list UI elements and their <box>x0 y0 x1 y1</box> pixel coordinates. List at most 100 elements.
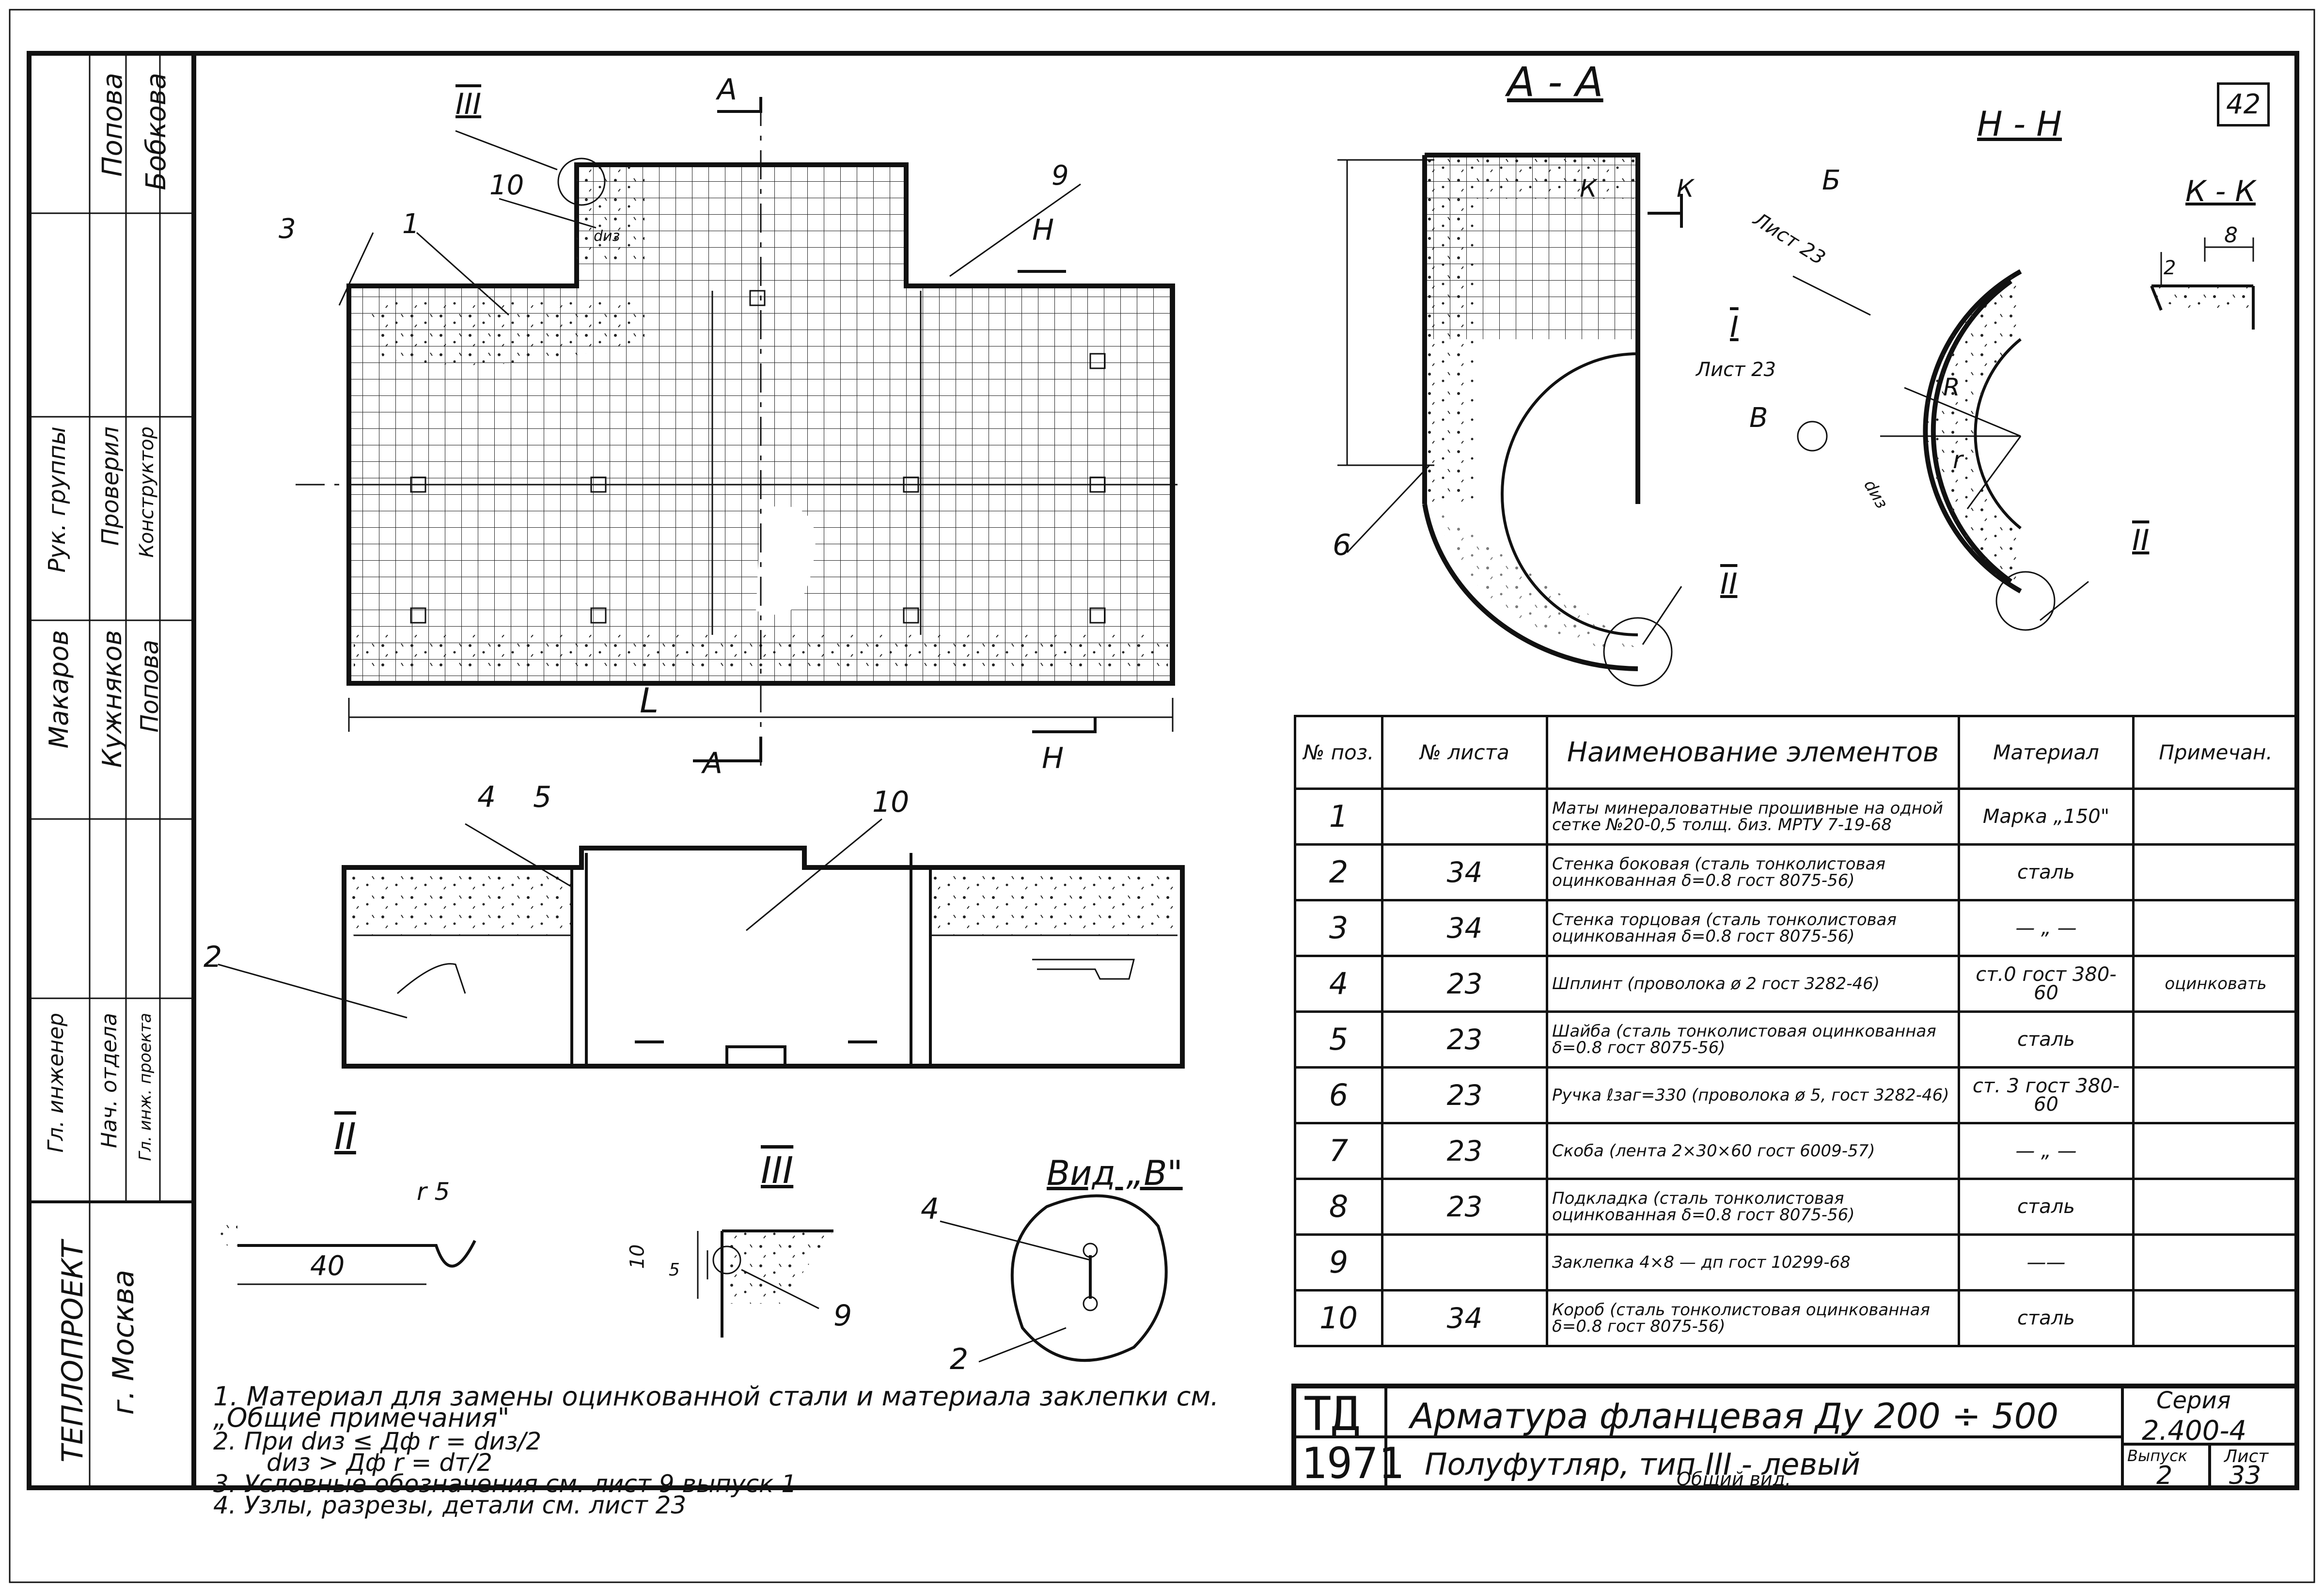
stamp-org: ТЕПЛОПРОЕКТ <box>56 1241 90 1463</box>
detail-II-drawing <box>213 1213 476 1285</box>
sheet-value: 33 <box>2229 1461 2261 1490</box>
stamp-name-2: Кужняков <box>97 630 127 768</box>
note-3: 3. Условные обозначения см. лист 9 выпус… <box>213 1470 797 1498</box>
callout-3-plan: 3 <box>279 213 296 245</box>
header-name: Наименование элементов <box>1546 715 1960 790</box>
spec-cell-name: Стенка торцовая (сталь тонколистовая оци… <box>1546 899 1960 957</box>
callout-10-elev: 10 <box>872 785 910 819</box>
sub-title-2: Общий вид. <box>1677 1468 1791 1490</box>
view-v-drawing <box>940 1194 1168 1363</box>
dim-L: L <box>640 681 659 721</box>
spec-cell-sheet: 23 <box>1381 955 1548 1013</box>
spec-cell-name: Ручка ℓзаг=330 (проволока ø 5, гост 3282… <box>1546 1066 1960 1124</box>
dim-R-hh: R <box>1943 373 1960 401</box>
spec-cell-pos: 1 <box>1294 788 1383 846</box>
spec-cell-note: оцинковать <box>2132 955 2299 1013</box>
label-II-aa: II <box>1720 567 1738 601</box>
issue-label: Выпуск <box>2127 1447 2187 1465</box>
label-III-plan: III <box>455 87 482 121</box>
callout-5-elev: 5 <box>533 780 552 814</box>
note-2: 2. При dиз ≤ Дф r = dиз/2 <box>213 1427 542 1455</box>
dim-10-III: 10 <box>626 1244 649 1269</box>
spec-cell-sheet: 23 <box>1381 1178 1548 1236</box>
spec-cell-note <box>2132 843 2299 901</box>
header-material: Материал <box>1958 715 2135 790</box>
stamp-role-1: Гл. инженер <box>44 1013 68 1153</box>
detail-III-title: III <box>761 1149 794 1192</box>
stamp-name-5: Бобкова <box>141 73 172 190</box>
header-sheet: № листа <box>1381 715 1548 790</box>
spec-cell-pos: 6 <box>1294 1066 1383 1124</box>
cut-K-aa: К <box>1580 174 1597 203</box>
stamp-role-6: Конструктор <box>136 426 158 558</box>
stamp-name-1: Макаров <box>44 630 74 749</box>
callout-2-v: 2 <box>950 1342 969 1376</box>
section-aa <box>1337 153 1683 687</box>
callout-1-plan: 1 <box>402 208 420 240</box>
cut-V-hh: В <box>1749 402 1768 434</box>
aa-outline <box>1422 153 1640 504</box>
spec-cell-pos: 4 <box>1294 955 1383 1013</box>
cut-B-hh: Б <box>1822 165 1841 196</box>
spec-cell-material: сталь <box>1958 1289 2135 1347</box>
section-hh <box>1792 269 2089 631</box>
header-note: Примечан. <box>2132 715 2299 790</box>
elevation-outline <box>342 846 1185 1069</box>
dim-2-kk: 2 <box>2164 257 2176 279</box>
callout-6-aa: 6 <box>1333 528 1351 562</box>
issue-value: 2 <box>2156 1461 2173 1490</box>
spec-cell-sheet: 23 <box>1381 1066 1548 1124</box>
spec-cell-material: — „ — <box>1958 899 2135 957</box>
note-2b: dиз > Дф r = dт/2 <box>267 1449 492 1477</box>
spec-cell-note <box>2132 1178 2299 1236</box>
spec-cell-material: ст.0 гост 380-60 <box>1958 955 2135 1013</box>
spec-cell-name: Скоба (лента 2×30×60 гост 6009-57) <box>1546 1122 1960 1180</box>
spec-cell-material: сталь <box>1958 1010 2135 1069</box>
spec-cell-note <box>2132 1122 2299 1180</box>
dim-8-kk: 8 <box>2224 223 2238 248</box>
callout-9-plan: 9 <box>1052 160 1069 191</box>
dim-r5: r 5 <box>417 1178 450 1206</box>
stamp-role-5: Проверил <box>97 426 124 546</box>
cut-A-top: А <box>717 73 738 107</box>
spec-cell-sheet: 23 <box>1381 1122 1548 1180</box>
cut-A-bottom: А <box>703 746 723 780</box>
section-kk-title: К - К <box>2185 174 2256 208</box>
sheet-label: Лист <box>2224 1447 2269 1466</box>
spec-cell-name: Шплинт (проволока ø 2 гост 3282-46) <box>1546 955 1960 1013</box>
label-II-hh: II <box>2132 523 2150 557</box>
callout-2-elev: 2 <box>204 940 222 974</box>
dim-diz-plan: dиз <box>594 228 620 245</box>
spec-cell-material: сталь <box>1958 1178 2135 1236</box>
header-pos: № поз. <box>1294 715 1383 790</box>
spec-cell-name: Короб (сталь тонколистовая оцинкованная … <box>1546 1289 1960 1347</box>
spec-cell-sheet <box>1381 1233 1548 1292</box>
label-I-hh: I <box>1730 310 1739 344</box>
dim-40: 40 <box>310 1250 345 1282</box>
sheet-corner-number: 42 <box>2217 82 2270 126</box>
detail-II-circle-aa <box>1603 617 1673 687</box>
spec-cell-note <box>2132 899 2299 957</box>
spec-cell-pos: 2 <box>1294 843 1383 901</box>
notes-block: 1. Материал для замены оцинкованной стал… <box>213 1384 1279 1518</box>
spec-cell-pos: 8 <box>1294 1178 1383 1236</box>
stamp-td: ТД <box>1303 1387 1360 1441</box>
stamp-role-2: Нач. отдела <box>97 1013 122 1149</box>
spec-cell-note <box>2132 1289 2299 1347</box>
spec-cell-note <box>2132 1066 2299 1124</box>
spec-cell-sheet: 23 <box>1381 1010 1548 1069</box>
callout-4-elev: 4 <box>477 780 496 814</box>
plan-view: L <box>296 97 1182 771</box>
spec-cell-name: Стенка боковая (сталь тонколистовая оцин… <box>1546 843 1960 901</box>
spec-cell-material: — „ — <box>1958 1122 2135 1180</box>
series-label: Серия <box>2156 1387 2231 1414</box>
cut-H-bottom: Н <box>1042 741 1064 775</box>
spec-cell-sheet: 34 <box>1381 899 1548 957</box>
spec-cell-name: Заклепка 4×8 — дп гост 10299-68 <box>1546 1233 1960 1292</box>
outer-frame <box>9 9 2315 1583</box>
spec-cell-sheet: 34 <box>1381 843 1548 901</box>
detail-II-title: II <box>334 1115 356 1158</box>
